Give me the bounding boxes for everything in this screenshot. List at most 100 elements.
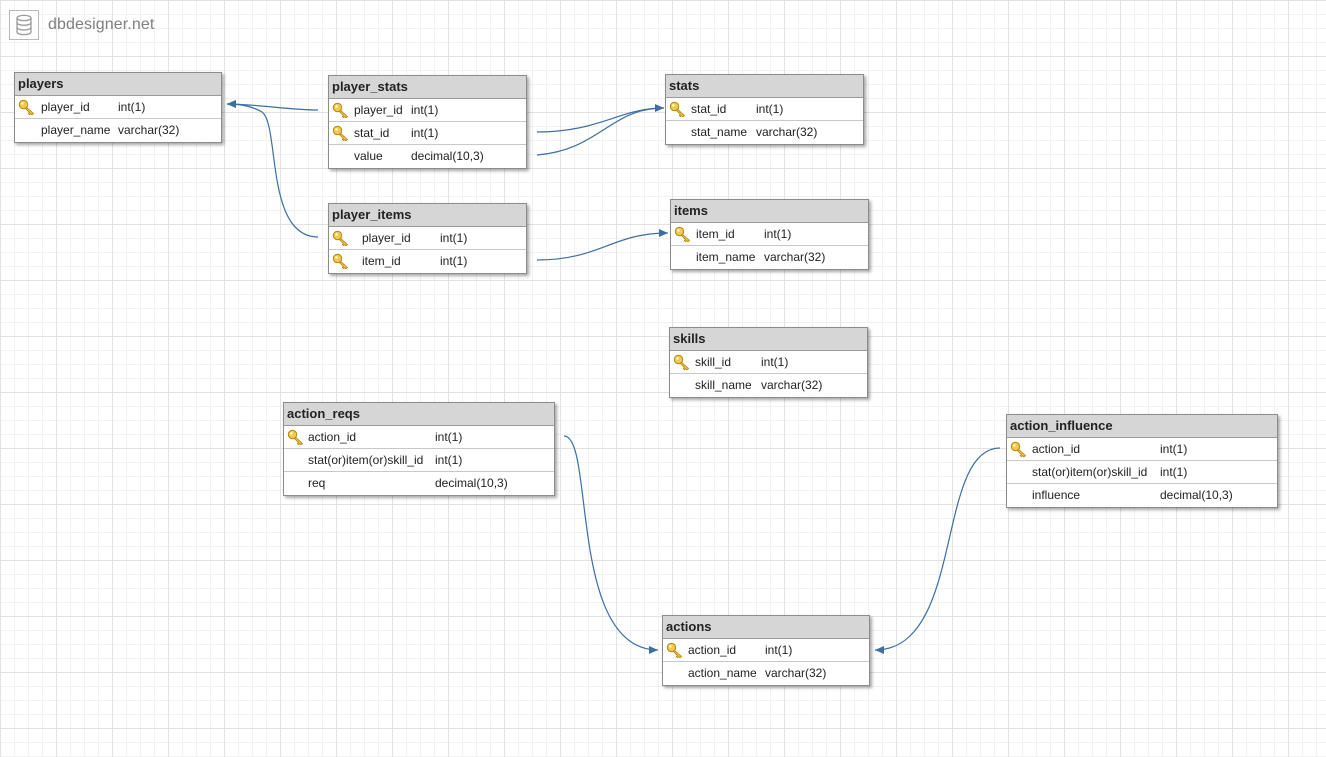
table-row[interactable]: value decimal(10,3) [329, 145, 526, 168]
table-title[interactable]: player_items [329, 204, 526, 227]
field-name: player_id [362, 231, 411, 245]
field-name: stat(or)item(or)skill_id [308, 453, 424, 467]
field-type: decimal(10,3) [1160, 488, 1233, 502]
field-name: req [308, 476, 326, 490]
table-items[interactable]: items item_id int(1) item_name varchar(32) [670, 199, 869, 270]
field-name: player_name [41, 123, 111, 137]
field-name: influence [1032, 488, 1081, 502]
primary-key-icon [673, 354, 691, 371]
field-type: int(1) [1160, 465, 1188, 479]
field-type: int(1) [435, 453, 463, 467]
table-row[interactable]: stat_id int(1) [329, 122, 526, 145]
table-row[interactable]: influence decimal(10,3) [1007, 484, 1277, 507]
table-title[interactable]: actions [663, 616, 869, 639]
primary-key-icon [666, 642, 684, 659]
connector-action-reqs-to-actions[interactable] [563, 435, 659, 654]
field-name: action_name [688, 666, 757, 680]
table-row[interactable]: action_id int(1) [1007, 438, 1277, 461]
table-title[interactable]: skills [670, 328, 867, 351]
primary-key-icon [669, 101, 687, 118]
field-type: varchar(32) [756, 125, 818, 139]
field-name: value [354, 149, 383, 163]
field-type: int(1) [765, 643, 793, 657]
field-type: int(1) [440, 231, 468, 245]
table-row[interactable]: stat(or)item(or)skill_id int(1) [284, 449, 554, 472]
table-title[interactable]: players [15, 73, 221, 96]
field-type: decimal(10,3) [411, 149, 484, 163]
field-name: item_id [696, 227, 735, 241]
table-row[interactable]: stat_name varchar(32) [666, 121, 863, 144]
connector-player-items-to-players[interactable] [226, 100, 319, 238]
field-type: int(1) [435, 430, 463, 444]
primary-key-icon [332, 102, 350, 119]
table-stats[interactable]: stats stat_id int(1) stat_name varchar(32) [665, 74, 864, 145]
primary-key-icon [332, 253, 350, 270]
table-row[interactable]: player_name varchar(32) [15, 119, 221, 142]
table-row[interactable]: stat_id int(1) [666, 98, 863, 121]
table-row[interactable]: req decimal(10,3) [284, 472, 554, 495]
field-name: action_id [308, 430, 357, 444]
field-name: stat(or)item(or)skill_id [1032, 465, 1148, 479]
field-name: player_id [354, 103, 403, 117]
field-name: item_name [696, 250, 756, 264]
table-row[interactable]: skill_id int(1) [670, 351, 867, 374]
field-name: stat_name [691, 125, 748, 139]
table-row[interactable]: item_name varchar(32) [671, 246, 868, 269]
table-title[interactable]: items [671, 200, 868, 223]
field-type: int(1) [440, 254, 468, 268]
connector-player-stats-value-to-stats[interactable] [536, 107, 665, 156]
field-type: decimal(10,3) [435, 476, 508, 490]
connector-player-stats-statid-to-stats[interactable] [536, 104, 665, 133]
primary-key-icon [287, 429, 305, 446]
field-type: int(1) [756, 102, 784, 116]
field-name: stat_id [691, 102, 727, 116]
field-name: skill_id [695, 355, 732, 369]
field-type: int(1) [118, 100, 146, 114]
table-skills[interactable]: skills skill_id int(1) skill_name varchar(3… [669, 327, 868, 398]
table-player-items[interactable]: player_items player_id int(1) item_id int(1… [328, 203, 527, 274]
field-name: player_id [41, 100, 90, 114]
database-icon [9, 10, 39, 40]
field-type: varchar(32) [118, 123, 180, 137]
field-name: action_id [688, 643, 737, 657]
primary-key-icon [1010, 441, 1028, 458]
field-name: stat_id [354, 126, 390, 140]
field-type: int(1) [411, 126, 439, 140]
table-row[interactable]: item_id int(1) [671, 223, 868, 246]
table-title[interactable]: player_stats [329, 76, 526, 99]
table-row[interactable]: player_id int(1) [329, 227, 526, 250]
table-title[interactable]: stats [666, 75, 863, 98]
field-type: int(1) [761, 355, 789, 369]
table-row[interactable]: player_id int(1) [15, 96, 221, 119]
table-row[interactable]: skill_name varchar(32) [670, 374, 867, 397]
table-actions[interactable]: actions action_id int(1) action_name varcha… [662, 615, 870, 686]
table-row[interactable]: stat(or)item(or)skill_id int(1) [1007, 461, 1277, 484]
connector-player-items-to-items[interactable] [536, 229, 669, 261]
table-players[interactable]: players player_id int(1) player_name varcha… [14, 72, 222, 143]
table-title[interactable]: action_influence [1007, 415, 1277, 438]
field-name: item_id [362, 254, 401, 268]
field-type: int(1) [764, 227, 792, 241]
table-row[interactable]: action_id int(1) [663, 639, 869, 662]
primary-key-icon [332, 125, 350, 142]
connector-action-influence-to-actions[interactable] [874, 447, 1001, 654]
field-type: varchar(32) [761, 378, 823, 392]
field-name: skill_name [695, 378, 752, 392]
primary-key-icon [674, 226, 692, 243]
primary-key-icon [18, 99, 36, 116]
field-type: int(1) [1160, 442, 1188, 456]
table-row[interactable]: action_name varchar(32) [663, 662, 869, 685]
table-row[interactable]: item_id int(1) [329, 250, 526, 273]
table-row[interactable]: action_id int(1) [284, 426, 554, 449]
field-type: varchar(32) [764, 250, 826, 264]
field-type: varchar(32) [765, 666, 827, 680]
connector-player-stats-to-players[interactable] [226, 100, 319, 111]
table-title[interactable]: action_reqs [284, 403, 554, 426]
field-name: action_id [1032, 442, 1081, 456]
brand-logo[interactable]: dbdesigner.net [9, 9, 154, 41]
primary-key-icon [332, 230, 350, 247]
